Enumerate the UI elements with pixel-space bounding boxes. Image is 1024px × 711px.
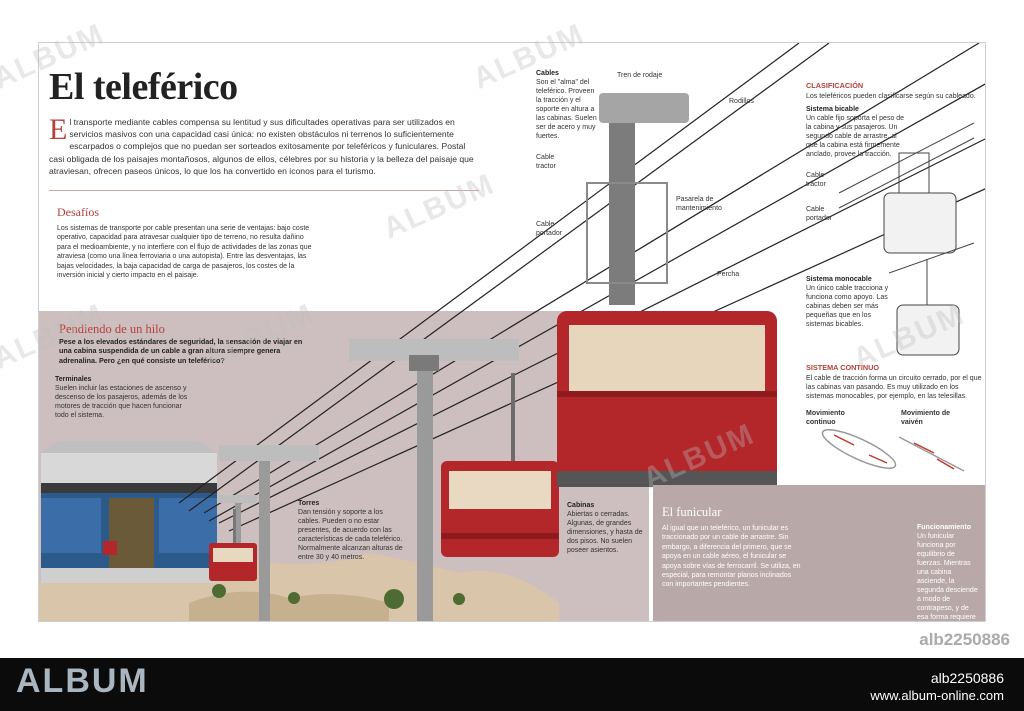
monocable-text: Un único cable tracciona y funciona como… (806, 285, 889, 328)
cabin-mid (441, 373, 559, 557)
main-cabin (557, 93, 777, 487)
cabinas-text: Abiertas o cerradas. Algunas, de grandes… (567, 511, 643, 554)
bush (288, 592, 300, 604)
rock-shade (189, 591, 389, 621)
terminal-station (41, 441, 217, 583)
terminales-text: Suelen incluir las estaciones de ascenso… (55, 385, 188, 419)
continuo-section: SISTEMA CONTINUO El cable de tracción fo… (806, 363, 982, 401)
bicable-title: Sistema bicable (806, 106, 859, 113)
footer-bar (0, 658, 1024, 711)
funcionamiento-label: Funcionamiento Un funicular funciona por… (917, 523, 979, 621)
clasificacion-text: Los teleféricos pueden clasificarse segú… (806, 93, 976, 100)
mov-continuo-label: Movimiento continuo (806, 410, 845, 426)
bicable-portador-label: Cable portador (806, 206, 833, 222)
hilo-heading: Pendiendo de un hilo (59, 322, 165, 336)
tower-near (349, 339, 519, 621)
bicable-tractor-label: Cable tractor (806, 172, 826, 188)
tower-mid (219, 445, 319, 621)
funicular-text: Al igual que un teleférico, un funicular… (662, 525, 801, 589)
bush (453, 593, 465, 605)
intro-text: l transporte mediante cables compensa su… (49, 117, 474, 176)
terminales-label: Terminales Suelen incluir las estaciones… (55, 375, 195, 420)
cabinas-label: Cabinas Abiertas o cerradas. Algunas, de… (567, 501, 649, 555)
torres-label: Torres Dan tensión y soporte a los cable… (298, 499, 406, 562)
funicular-heading: El funicular (662, 505, 722, 519)
cabin-station (103, 541, 117, 555)
cabinas-title: Cabinas (567, 502, 595, 509)
cable-tractor-label: Cable tractor (536, 154, 556, 170)
cabin-far (209, 509, 257, 581)
hilo-text: Pese a los elevados estándares de seguri… (59, 337, 303, 365)
movement-diagrams (821, 429, 965, 472)
mov-vaiven-label: Movimiento de vaivén (901, 410, 951, 426)
image-id-footer: alb2250886 (930, 670, 1004, 686)
torres-title: Torres (298, 500, 320, 507)
torres-text: Dan tensión y soporte a los cables. Pued… (298, 509, 403, 561)
percha-label: Percha (717, 271, 740, 278)
bush (212, 584, 226, 598)
cables-label: Cables Son el "alma" del teleférico. Pro… (536, 69, 598, 141)
album-logo[interactable]: ALBUM (16, 662, 149, 700)
monocable-title: Sistema monocable (806, 276, 872, 283)
desafios-text: Los sistemas de transporte por cable pre… (57, 225, 312, 280)
bush (384, 589, 404, 609)
image-id: alb2250886 (919, 630, 1010, 649)
cables-title: Cables (536, 70, 559, 77)
tower-far (219, 495, 257, 563)
cables-text: Son el "alma" del teleférico. Proveen la… (536, 79, 597, 140)
bicable-diagram (838, 122, 975, 254)
rodillos-label: Rodillos (729, 98, 754, 105)
pasarela-label: Pasarela de mantenimiento (676, 196, 722, 212)
cable-portador-label: Cable portador (536, 221, 563, 237)
tren-rodaje-label: Tren de rodaje (617, 72, 663, 79)
continuo-text: El cable de tracción forma un circuito c… (806, 375, 982, 400)
funcionamiento-title: Funcionamiento (917, 524, 972, 531)
intro-dropcap: E (49, 113, 68, 146)
monocable-diagram (888, 242, 975, 356)
bicable-section: Sistema bicable Un cable fijo soporta el… (806, 105, 908, 159)
bicable-text: Un cable fijo soporta el peso de la cabi… (806, 115, 905, 158)
clasificacion-heading: CLASIFICACIÓN (806, 81, 864, 90)
intro-divider (49, 190, 479, 191)
desafios-heading: Desafíos (57, 205, 99, 219)
terminales-title: Terminales (55, 376, 92, 383)
funcionamiento-text: Un funicular funciona por equilibrio de … (917, 533, 978, 621)
clasificacion-section: CLASIFICACIÓN Los teleféricos pueden cla… (806, 81, 982, 101)
funicular-panel (653, 485, 985, 621)
page-title: El teleférico (49, 66, 238, 108)
site-link[interactable]: www.album-online.com (870, 688, 1004, 703)
continuo-title: SISTEMA CONTINUO (806, 363, 880, 372)
monocable-section: Sistema monocable Un único cable traccio… (806, 275, 892, 329)
